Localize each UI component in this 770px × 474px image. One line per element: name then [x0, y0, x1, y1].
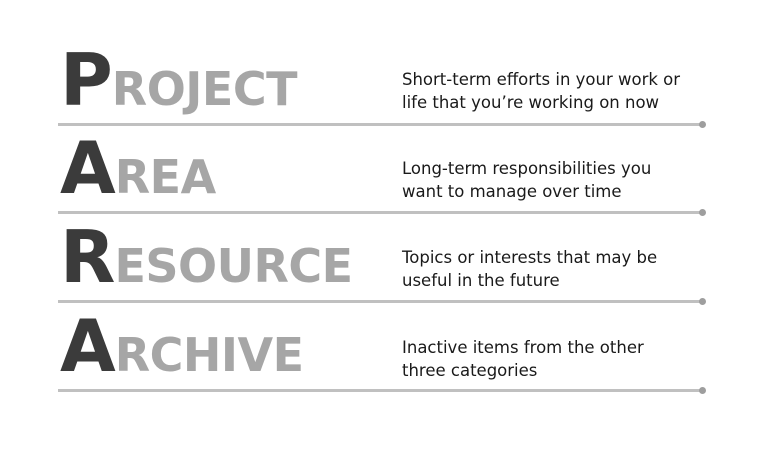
description-line: Long-term responsibilities you — [402, 159, 652, 178]
term-rest: ROJECT — [111, 62, 298, 116]
description-area: Long-term responsibilities you want to m… — [402, 157, 702, 203]
description-line: life that you’re working on now — [402, 93, 660, 112]
term-initial: A — [60, 126, 116, 210]
description-line: Inactive items from the other — [402, 338, 644, 357]
divider-end-dot — [699, 121, 706, 128]
term-initial: R — [60, 215, 115, 299]
divider-line — [58, 300, 704, 303]
term-archive: ARCHIVE — [60, 310, 304, 382]
divider-line — [58, 211, 704, 214]
divider-end-dot — [699, 387, 706, 394]
description-line: Short-term efforts in your work or — [402, 70, 681, 89]
term-initial: P — [60, 38, 113, 122]
term-area: AREA — [60, 132, 216, 204]
description-resource: Topics or interests that may be useful i… — [402, 246, 702, 292]
divider-end-dot — [699, 209, 706, 216]
term-initial: A — [60, 304, 116, 388]
term-rest: RCHIVE — [114, 328, 304, 382]
term-rest: ESOURCE — [114, 239, 353, 293]
description-project: Short-term efforts in your work or life … — [402, 68, 702, 114]
description-archive: Inactive items from the other three cate… — [402, 336, 702, 382]
divider-line — [58, 389, 704, 392]
para-row-archive: ARCHIVE Inactive items from the other th… — [58, 302, 710, 394]
term-rest: REA — [114, 150, 216, 204]
description-line: Topics or interests that may be — [402, 248, 658, 267]
para-row-area: AREA Long-term responsibilities you want… — [58, 124, 710, 216]
description-line: useful in the future — [402, 271, 560, 290]
para-row-resource: RESOURCE Topics or interests that may be… — [58, 213, 710, 305]
term-project: PROJECT — [60, 44, 297, 116]
divider-end-dot — [699, 298, 706, 305]
para-row-project: PROJECT Short-term efforts in your work … — [58, 36, 710, 128]
term-resource: RESOURCE — [60, 221, 353, 293]
description-line: three categories — [402, 361, 538, 380]
divider-line — [58, 123, 704, 126]
description-line: want to manage over time — [402, 182, 622, 201]
